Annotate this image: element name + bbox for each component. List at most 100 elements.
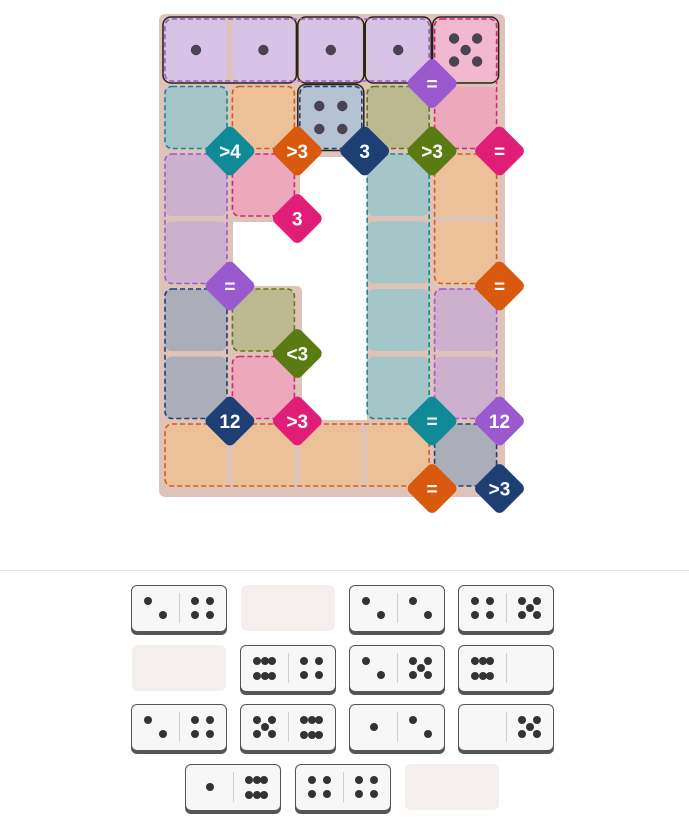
board-cell[interactable] [299, 424, 362, 486]
board-cell[interactable] [367, 86, 430, 149]
pip [315, 715, 324, 724]
board-cell[interactable] [367, 221, 430, 284]
cell-tile [367, 289, 430, 351]
pip [307, 730, 316, 739]
pip [376, 610, 385, 619]
badge-diamond [205, 261, 255, 311]
badge-label: = [427, 75, 438, 96]
pip [478, 671, 487, 680]
cell-tile [299, 424, 362, 486]
cell-tile [367, 86, 430, 149]
cell-tile [165, 86, 227, 149]
cell-tile [367, 424, 430, 486]
domino-tile[interactable] [131, 704, 227, 751]
board-cell[interactable] [165, 289, 227, 351]
constraint-badge: = [205, 261, 255, 311]
cell-tile [232, 424, 295, 486]
pip [423, 670, 432, 679]
cell-tile [165, 424, 227, 486]
pip [423, 729, 432, 738]
domino-tile[interactable] [458, 704, 554, 751]
board-cell[interactable] [434, 356, 497, 419]
board-cell[interactable] [165, 19, 227, 81]
pip [486, 671, 495, 680]
pip [355, 776, 364, 785]
domino-left-half [296, 765, 343, 809]
domino-right-half [288, 705, 335, 749]
board-cell[interactable] [367, 289, 430, 351]
domino-tile[interactable] [458, 585, 554, 632]
board-cell[interactable] [434, 289, 497, 351]
pip [308, 776, 317, 785]
board-cell[interactable] [232, 289, 295, 351]
domino-tile[interactable] [185, 764, 281, 811]
domino-left-half [241, 705, 288, 749]
board-cell[interactable] [165, 154, 227, 216]
region-outline-teal [366, 153, 431, 420]
board-cell[interactable] [165, 424, 227, 486]
pip [337, 123, 348, 135]
board-cell[interactable] [232, 356, 295, 419]
board-cell[interactable] [367, 154, 430, 216]
pip [369, 789, 378, 798]
pip [409, 597, 418, 606]
pip [485, 597, 494, 606]
domino-divider [343, 772, 344, 802]
pip [532, 716, 541, 725]
pip [423, 657, 432, 666]
pip [362, 597, 371, 606]
constraint-badge: = [407, 59, 457, 108]
board-cell[interactable] [232, 424, 295, 486]
domino-tile[interactable] [240, 704, 336, 751]
domino-tile[interactable] [349, 585, 445, 632]
board-cell[interactable] [367, 19, 430, 81]
board-cell[interactable] [367, 356, 430, 419]
board-cell[interactable] [434, 221, 497, 284]
board-cell[interactable] [232, 86, 295, 149]
board-cell[interactable] [165, 221, 227, 284]
cell-tile [165, 289, 227, 351]
domino-tile[interactable] [295, 764, 391, 811]
constraint-badge: = [475, 126, 524, 176]
pip [191, 597, 200, 606]
domino-tile[interactable] [240, 645, 336, 692]
board-cell[interactable] [299, 19, 362, 81]
cell-tile [367, 154, 430, 216]
pip [409, 670, 418, 679]
board-cell[interactable] [434, 19, 497, 81]
domino-tile[interactable] [458, 645, 554, 692]
pip [314, 670, 323, 679]
domino-tile[interactable] [349, 704, 445, 751]
domino-tile[interactable] [349, 645, 445, 692]
pip [471, 56, 483, 67]
board-cell[interactable] [165, 356, 227, 419]
board-cell[interactable] [232, 154, 295, 216]
domino-divider [288, 653, 289, 683]
domino-tile[interactable] [131, 585, 227, 632]
placed-domino-outline [364, 16, 432, 84]
board-cell[interactable] [299, 86, 362, 149]
domino-divider [179, 593, 180, 623]
board-cell[interactable] [434, 424, 497, 486]
domino-right-half [506, 646, 553, 690]
domino-divider [506, 593, 507, 623]
pip [460, 44, 471, 56]
pip [369, 723, 378, 731]
region-outline-pink [231, 355, 296, 420]
badge-label: <3 [286, 345, 308, 366]
board-cell[interactable] [165, 86, 227, 149]
badge-diamond [407, 396, 457, 446]
pip [518, 610, 527, 619]
pip [423, 610, 432, 619]
board-cell[interactable] [434, 86, 497, 149]
board-cell[interactable] [232, 19, 295, 81]
board-cell[interactable] [434, 154, 497, 216]
domino-divider [397, 653, 398, 683]
pip [362, 657, 371, 666]
cell-tile [165, 221, 227, 284]
board-cell[interactable] [367, 424, 430, 486]
badge-diamond [205, 396, 255, 446]
region-outline-purple [433, 288, 498, 420]
cell-tile [367, 221, 430, 284]
domino-right-half [288, 646, 335, 690]
